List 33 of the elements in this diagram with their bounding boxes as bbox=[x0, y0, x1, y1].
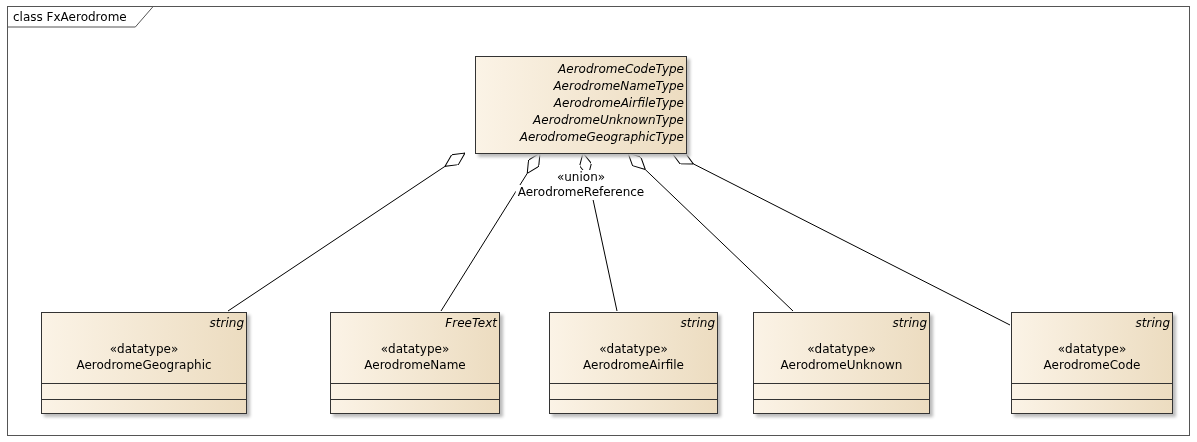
class-name: AerodromeAirfile bbox=[582, 357, 685, 373]
attribute-text: AerodromeUnknownType bbox=[531, 112, 685, 129]
attribute-text: AerodromeNameType bbox=[552, 78, 685, 95]
class-name: AerodromeName bbox=[363, 357, 467, 373]
type-text: string bbox=[209, 316, 244, 330]
stereotype-text: «datatype» bbox=[379, 341, 451, 357]
stereotype-text: «datatype» bbox=[806, 341, 877, 357]
frame-title: class FxAerodrome bbox=[8, 7, 153, 27]
attribute-text: AerodromeCodeType bbox=[556, 61, 685, 78]
class-box bbox=[549, 312, 718, 414]
stereotype-text: «union» bbox=[554, 170, 608, 185]
attribute-text: AerodromeGeographicType bbox=[518, 129, 685, 146]
type-text: string bbox=[1135, 316, 1170, 330]
attribute-text: AerodromeAirfileType bbox=[552, 95, 685, 112]
class-name: AerodromeCode bbox=[1042, 357, 1142, 373]
aggregation-line bbox=[227, 152, 466, 312]
type-text: string bbox=[680, 316, 715, 330]
aggregation-line bbox=[627, 152, 794, 312]
class-name: AerodromeUnknown bbox=[779, 357, 904, 373]
type-text: string bbox=[892, 316, 927, 330]
stereotype-text: «datatype» bbox=[598, 341, 669, 357]
class-box bbox=[753, 312, 930, 414]
class-name: AerodromeGeographic bbox=[75, 357, 213, 373]
diagram-frame bbox=[7, 6, 1190, 436]
class-box bbox=[1011, 312, 1173, 414]
class-name: AerodromeReference bbox=[515, 185, 647, 200]
class-box bbox=[330, 312, 500, 414]
stereotype-text: «datatype» bbox=[108, 341, 180, 357]
type-text: FreeText bbox=[445, 316, 497, 330]
stereotype-text: «datatype» bbox=[1056, 341, 1128, 357]
aggregation-line bbox=[671, 152, 1011, 326]
aggregation-line bbox=[440, 152, 541, 312]
class-box bbox=[41, 312, 247, 414]
